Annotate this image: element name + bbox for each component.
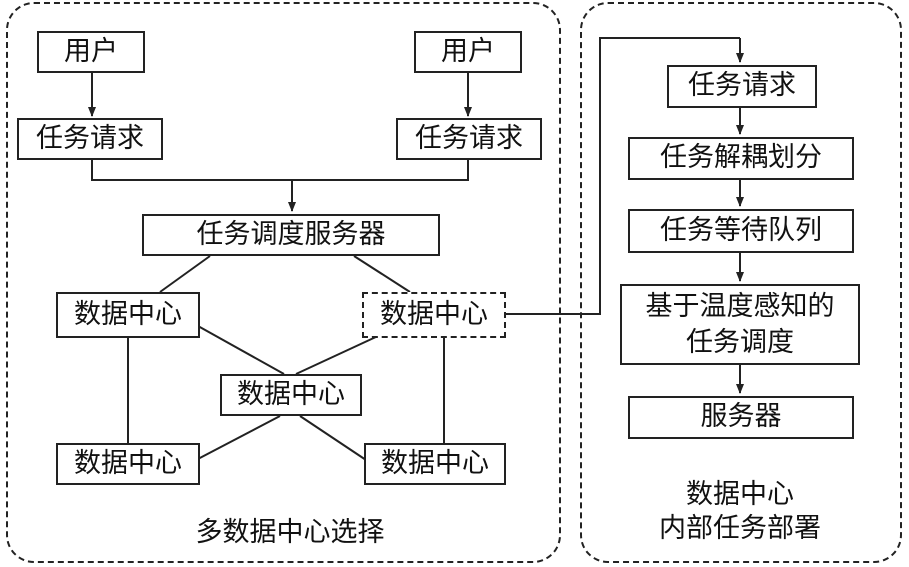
link-center-to-bl xyxy=(195,415,281,461)
data-center-box-bottom-right: 数据中心 xyxy=(364,443,506,485)
link-scheduler-dc-left xyxy=(159,255,211,293)
link-scheduler-dc-right xyxy=(353,255,411,293)
step-server: 服务器 xyxy=(628,396,854,439)
task-request-box-left: 任务请求 xyxy=(17,118,163,160)
multi-datacenter-selection-region xyxy=(6,2,561,563)
step-temperature-aware-scheduling: 基于温度感知的任务调度 xyxy=(620,284,860,365)
task-request-box-right: 任务请求 xyxy=(396,118,542,160)
datacenter-internal-deployment-region xyxy=(580,2,902,563)
link-center-to-br xyxy=(299,415,367,461)
link-dc-to-internal xyxy=(506,37,740,315)
internal-deployment-caption-line1: 数据中心 xyxy=(686,479,794,510)
step-task-request: 任务请求 xyxy=(667,65,817,108)
merge-line-requests xyxy=(91,160,469,181)
internal-deployment-caption-line2: 内部任务部署 xyxy=(659,513,821,544)
data-center-box-top-left: 数据中心 xyxy=(56,292,200,338)
user-box-left: 用户 xyxy=(37,31,145,73)
task-scheduling-server-box: 任务调度服务器 xyxy=(142,214,440,256)
data-center-box-top-right-selected: 数据中心 xyxy=(362,292,506,338)
link-dc-tl-to-center xyxy=(197,325,285,375)
multi-datacenter-selection-caption: 多数据中心选择 xyxy=(195,517,385,548)
data-center-box-center: 数据中心 xyxy=(220,374,362,416)
data-center-box-bottom-left: 数据中心 xyxy=(56,443,200,485)
step-task-decoupling: 任务解耦划分 xyxy=(628,137,854,180)
user-box-right: 用户 xyxy=(414,31,522,73)
link-dc-tr-to-center xyxy=(295,335,379,375)
step-task-wait-queue: 任务等待队列 xyxy=(628,209,854,253)
